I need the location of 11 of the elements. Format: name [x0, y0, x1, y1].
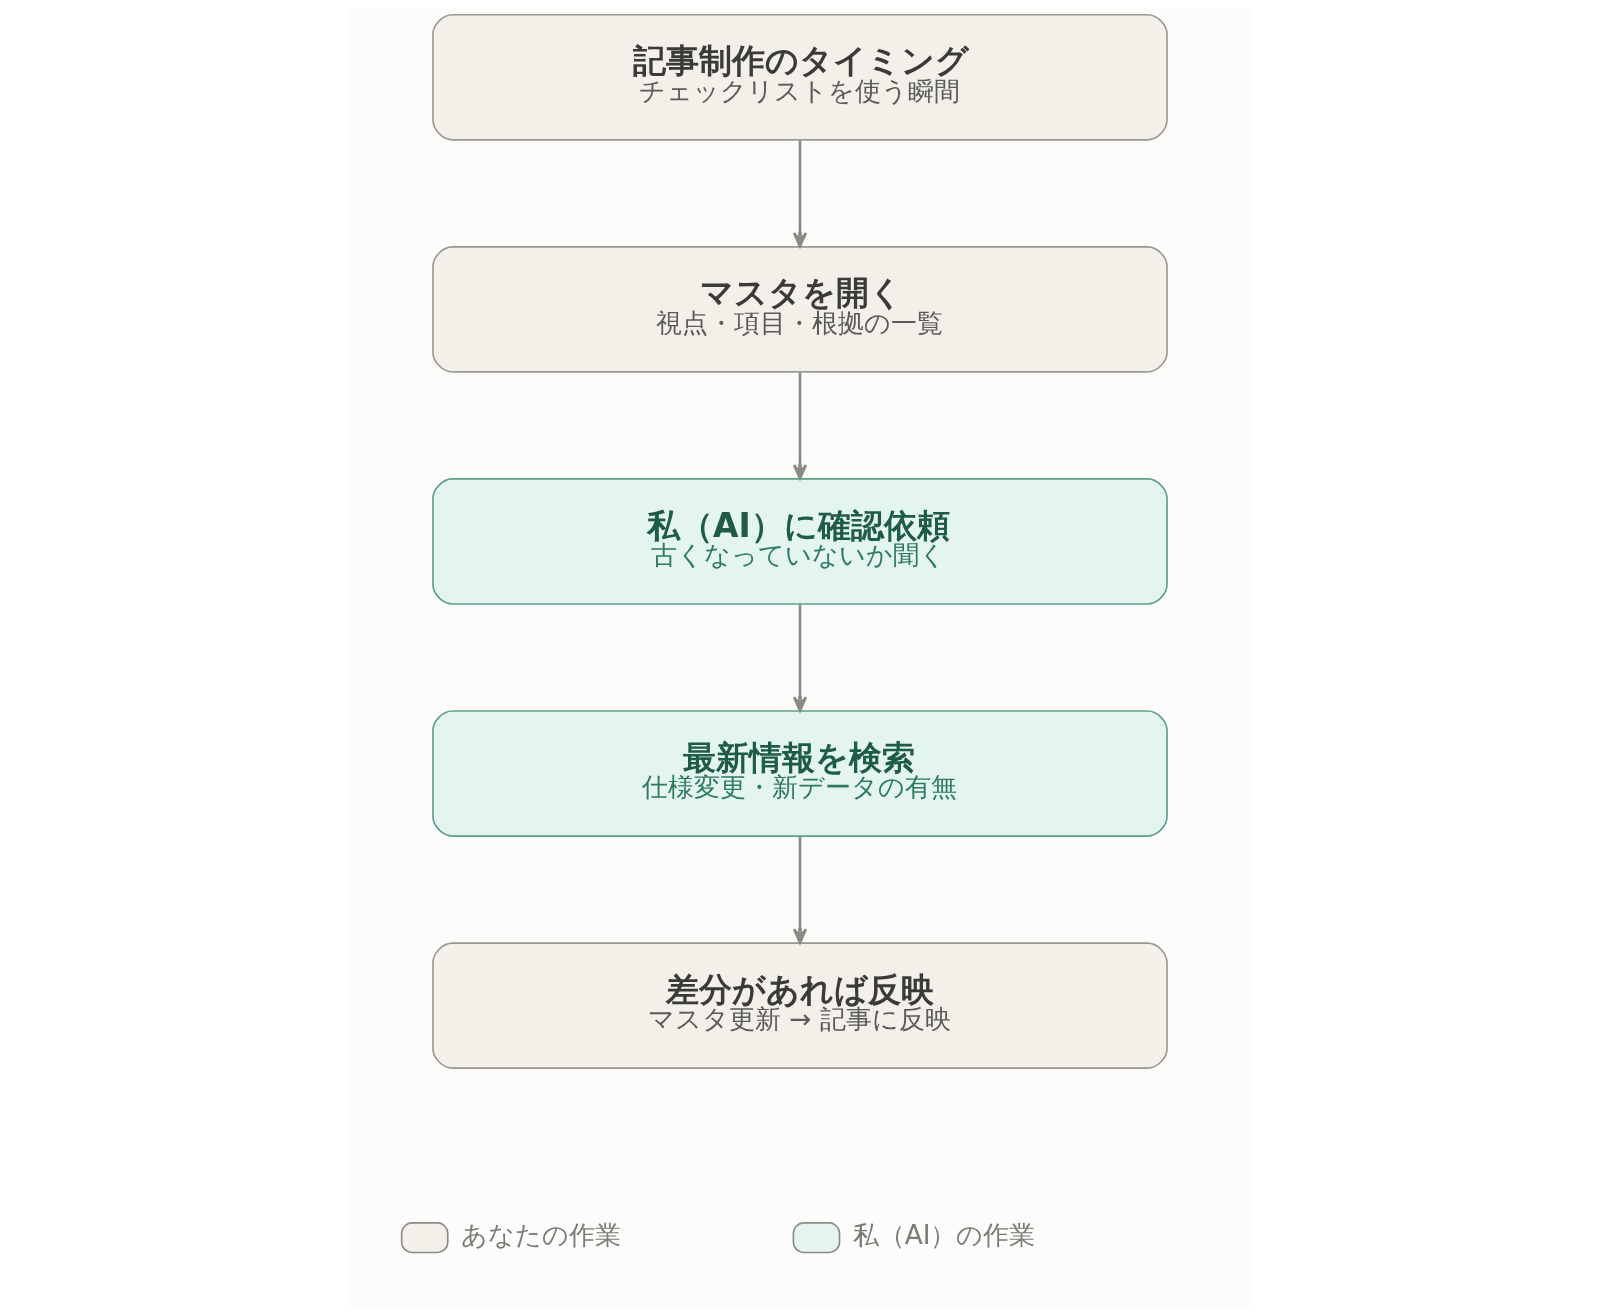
node-box: 記事制作のタイミング チェックリストを使う瞬間	[432, 13, 1168, 141]
node-box: 差分があれば反映 マスタ更新 → 記事に反映	[432, 942, 1168, 1069]
arrow	[792, 372, 808, 480]
arrow	[792, 140, 808, 248]
node-box: マスタを開く 視点・項目・根拠の一覧	[432, 246, 1168, 373]
node-box: 私（AI）に確認依頼 古くなっていないか聞く	[432, 478, 1168, 605]
arrow	[792, 604, 808, 712]
arrow	[792, 836, 808, 944]
node-box: 最新情報を検索 仕様変更・新データの有無	[432, 710, 1168, 837]
legend-label: あなたの作業	[460, 1219, 621, 1250]
legend-label: 私（AI）の作業	[852, 1219, 1036, 1250]
